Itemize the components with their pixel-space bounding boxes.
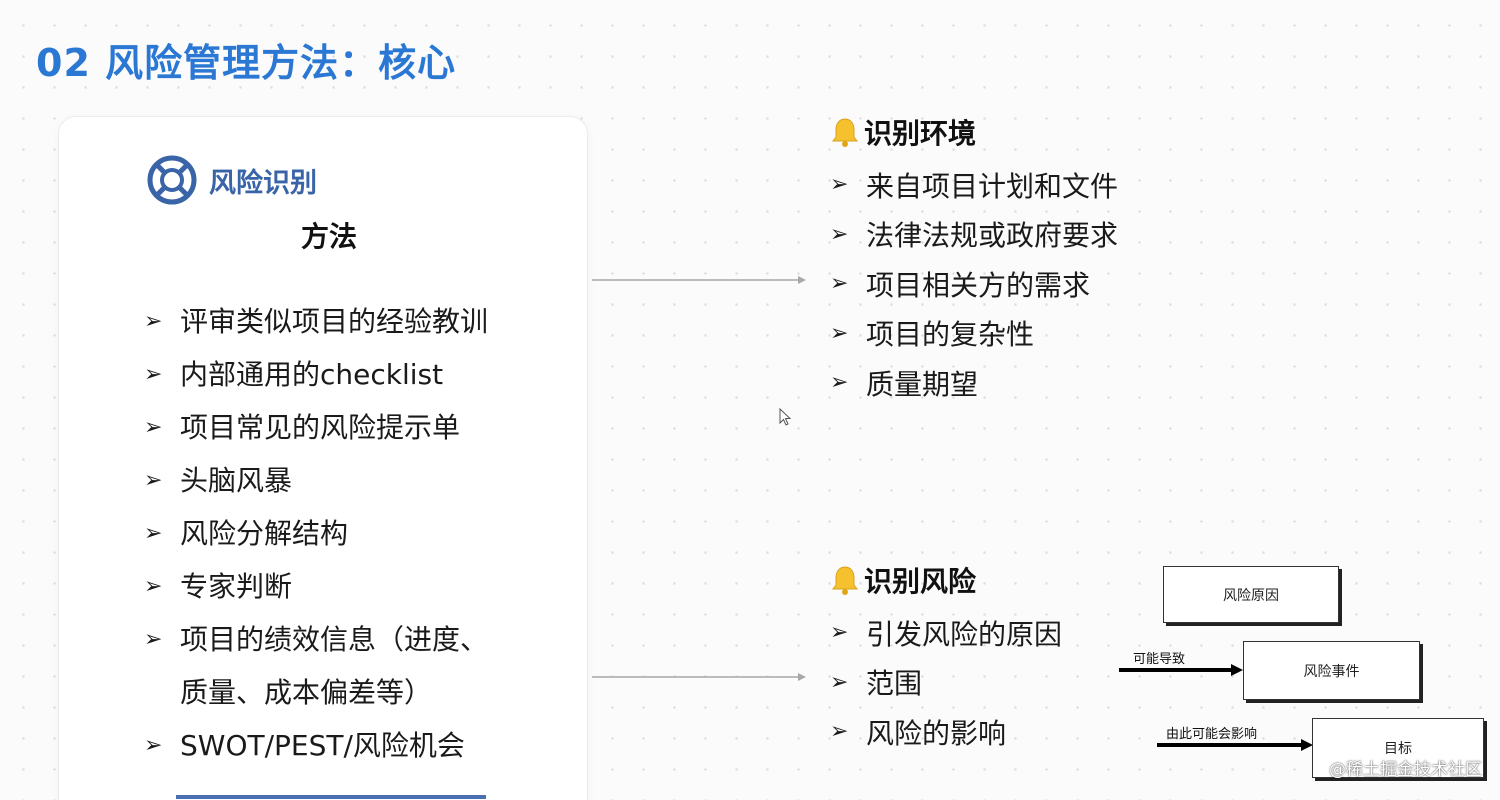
- diagram-label-may-cause: 可能导致: [1133, 652, 1186, 667]
- list-item: ➢范围: [830, 667, 923, 701]
- list-item: ➢项目的绩效信息（进度、质量、成本偏差等）: [144, 613, 510, 719]
- list-item: ➢引发风险的原因: [830, 617, 1063, 651]
- list-item: ➢项目常见的风险提示单: [144, 401, 510, 454]
- card-header: 风险识别: [147, 155, 317, 205]
- diagram-box-event: 风险事件: [1243, 641, 1420, 700]
- diagram-label-may-affect: 由此可能会影响: [1166, 727, 1258, 742]
- risk-list: ➢引发风险的原因 ➢范围 ➢风险的影响: [830, 608, 1062, 757]
- bullet-arrow-icon: ➢: [144, 415, 163, 440]
- list-item: ➢头脑风暴: [144, 454, 510, 507]
- watermark: @稀土掘金技术社区: [1329, 760, 1482, 780]
- diagram-arrow-affect: [1157, 739, 1313, 751]
- risk-identification-card: 风险识别 方法 ➢评审类似项目的经验教训 ➢内部通用的checklist ➢项目…: [58, 116, 588, 800]
- bullet-arrow-icon: ➢: [830, 271, 849, 297]
- mouse-cursor-icon: [779, 408, 791, 426]
- list-item: ➢评审类似项目的经验教训: [144, 295, 510, 348]
- slide-title: 02 风险管理方法：核心: [36, 41, 457, 85]
- diagram-box-target: 目标: [1312, 718, 1484, 778]
- list-item: ➢来自项目计划和文件: [830, 169, 1119, 203]
- bullet-arrow-icon: ➢: [830, 221, 849, 247]
- card-subheading: 方法: [300, 220, 357, 253]
- bullet-arrow-icon: ➢: [144, 362, 163, 387]
- bullet-arrow-icon: ➢: [144, 627, 163, 652]
- list-item: ➢风险的影响: [830, 716, 1007, 750]
- bell-icon: [832, 566, 858, 595]
- bullet-arrow-icon: ➢: [830, 620, 849, 646]
- bullet-arrow-icon: ➢: [830, 172, 849, 198]
- method-list: ➢评审类似项目的经验教训 ➢内部通用的checklist ➢项目常见的风险提示单…: [144, 295, 510, 772]
- card-heading: 风险识别: [209, 167, 317, 199]
- list-item: ➢法律法规或政府要求: [830, 219, 1119, 253]
- list-item: ➢专家判断: [144, 560, 510, 613]
- list-item: ➢质量期望: [830, 367, 979, 401]
- connector-arrow-risk: [592, 673, 806, 681]
- list-item: ➢风险分解结构: [144, 507, 510, 560]
- list-item: ➢内部通用的checklist: [144, 348, 510, 401]
- diagram-box-cause: 风险原因: [1163, 566, 1339, 623]
- bullet-arrow-icon: ➢: [830, 719, 849, 745]
- bullet-arrow-icon: ➢: [144, 574, 163, 599]
- diagram-arrow-cause: [1119, 664, 1243, 676]
- lifebuoy-icon: [147, 155, 197, 205]
- card-underline: [176, 795, 486, 799]
- list-item: ➢SWOT/PEST/风险机会: [144, 719, 510, 772]
- bullet-arrow-icon: ➢: [830, 320, 849, 346]
- bullet-arrow-icon: ➢: [144, 309, 163, 334]
- bullet-arrow-icon: ➢: [144, 733, 163, 758]
- list-item: ➢项目相关方的需求: [830, 268, 1091, 302]
- bullet-arrow-icon: ➢: [830, 370, 849, 396]
- connector-arrow-environment: [592, 276, 806, 284]
- bullet-arrow-icon: ➢: [144, 468, 163, 493]
- identify-risk-section: 识别风险 ➢引发风险的原因 ➢范围 ➢风险的影响: [830, 560, 1062, 757]
- bullet-arrow-icon: ➢: [144, 521, 163, 546]
- section-title: 识别环境: [830, 112, 1118, 152]
- identify-environment-section: 识别环境 ➢来自项目计划和文件 ➢法律法规或政府要求 ➢项目相关方的需求 ➢项目…: [830, 112, 1118, 408]
- bell-icon: [832, 118, 858, 147]
- environment-list: ➢来自项目计划和文件 ➢法律法规或政府要求 ➢项目相关方的需求 ➢项目的复杂性 …: [830, 160, 1118, 408]
- list-item: ➢项目的复杂性: [830, 318, 1035, 352]
- section-title: 识别风险: [830, 560, 1062, 600]
- bullet-arrow-icon: ➢: [830, 669, 849, 695]
